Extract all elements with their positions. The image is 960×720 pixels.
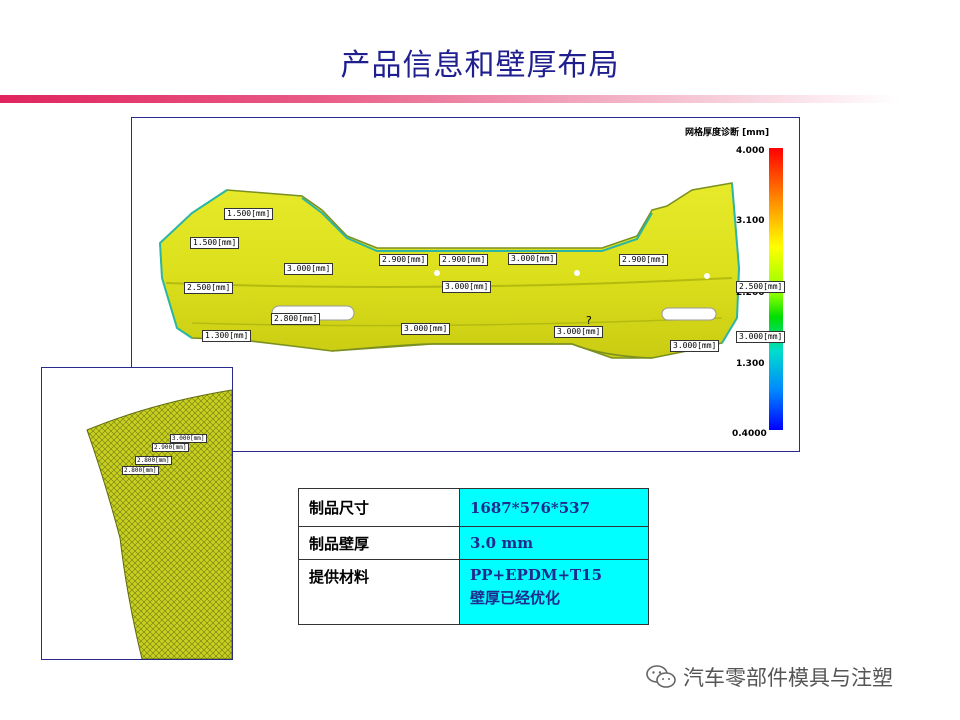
legend-title: 网格厚度诊断 [mm] xyxy=(685,128,770,138)
spec-label: 制品壁厚 xyxy=(298,526,460,560)
thickness-label: 3.000[mm] xyxy=(670,340,720,352)
thickness-label: 2.900[mm] xyxy=(379,254,429,266)
spec-value: 1687*576*537 xyxy=(459,488,649,527)
thickness-label: 1.300[mm] xyxy=(202,330,252,342)
material-note: 壁厚已经优化 xyxy=(470,589,561,607)
detail-thickness-label: 2.800[mm] xyxy=(135,456,172,465)
mesh-thickness-view: 网格厚度诊断 [mm] 4.000 3.100 2.200 1.300 0.40… xyxy=(131,117,800,452)
watermark: 汽车零部件模具与注塑 xyxy=(645,662,893,692)
mesh-detail-model xyxy=(86,389,232,659)
thickness-label: 2.800[mm] xyxy=(271,313,321,325)
wechat-icon xyxy=(646,665,676,688)
detail-thickness-label: 3.000[mm] xyxy=(170,434,207,443)
thickness-label: 3.000[mm] xyxy=(736,331,786,343)
thickness-label: 3.000[mm] xyxy=(508,253,558,265)
detail-thickness-label: 2.900[mm] xyxy=(152,443,189,452)
spec-value: 3.0 mm xyxy=(459,526,649,560)
spec-label: 提供材料 xyxy=(298,559,460,625)
thickness-label: 3.000[mm] xyxy=(401,323,451,335)
slide-title: 产品信息和壁厚布局 xyxy=(340,48,620,83)
spec-value: PP+EPDM+T15 壁厚已经优化 xyxy=(459,559,649,625)
watermark-text: 汽车零部件模具与注塑 xyxy=(683,666,893,690)
thickness-label: 3.000[mm] xyxy=(442,281,492,293)
thickness-label: 3.000[mm] xyxy=(554,326,604,338)
title-underline xyxy=(0,95,900,103)
table-row: 制品尺寸 1687*576*537 xyxy=(298,488,649,527)
thickness-label: 2.900[mm] xyxy=(439,254,489,266)
scale-max: 4.000 xyxy=(736,146,765,156)
scale-min: 0.4000 xyxy=(732,429,767,439)
thickness-label: 2.900[mm] xyxy=(619,254,669,266)
spec-label: 制品尺寸 xyxy=(298,488,460,527)
scale-v1: 3.100 xyxy=(736,216,765,226)
thickness-label: 3.000[mm] xyxy=(284,263,334,275)
scale-v3: 1.300 xyxy=(736,359,765,369)
material-value: PP+EPDM+T15 xyxy=(470,566,603,584)
marker: ? xyxy=(586,314,592,327)
detail-thickness-label: 2.800[mm] xyxy=(122,466,159,475)
product-spec-table: 制品尺寸 1687*576*537 制品壁厚 3.0 mm 提供材料 PP+EP… xyxy=(298,488,649,625)
table-row: 提供材料 PP+EPDM+T15 壁厚已经优化 xyxy=(298,559,649,625)
scale-v2: 2.200 xyxy=(736,288,765,298)
thickness-label: 2.500[mm] xyxy=(184,282,234,294)
thickness-label: 1.500[mm] xyxy=(224,208,274,220)
table-row: 制品壁厚 3.0 mm xyxy=(298,526,649,560)
mesh-detail-view: 3.000[mm] 2.900[mm] 2.800[mm] 2.800[mm] xyxy=(41,367,233,660)
thickness-label: 2.500[mm] xyxy=(736,281,786,293)
thickness-label: 1.500[mm] xyxy=(190,237,240,249)
